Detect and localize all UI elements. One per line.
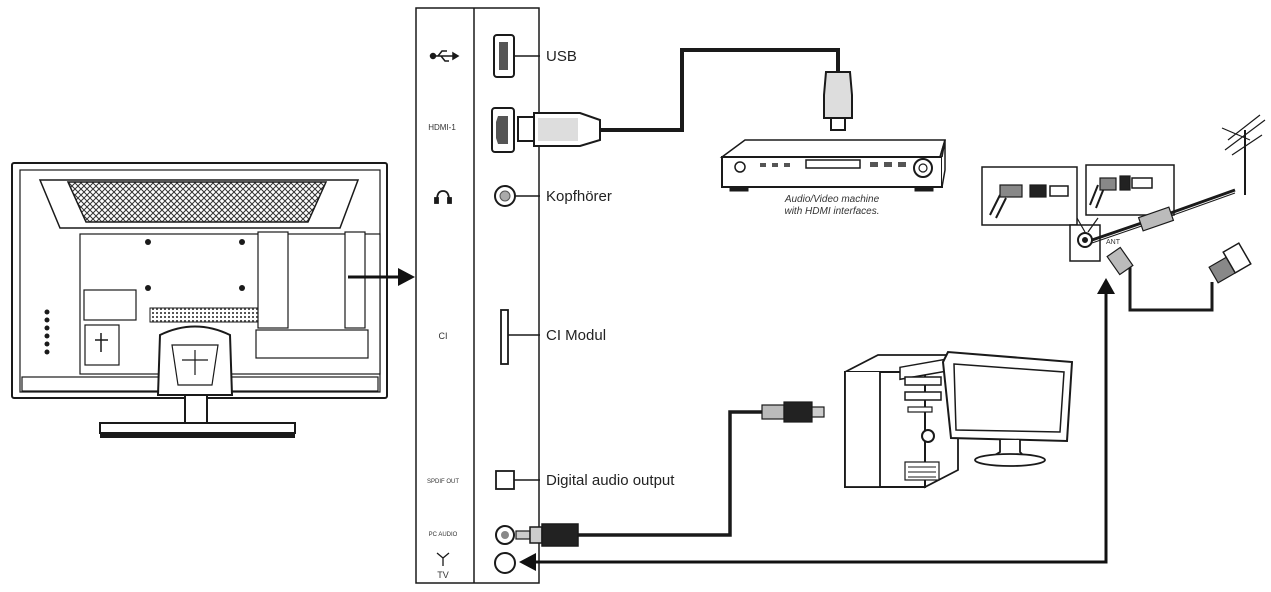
tv-back-illustration: [11, 162, 388, 438]
av-machine-caption-line1: Audio/Video machine: [784, 194, 880, 205]
leader-lines: [508, 55, 540, 481]
antenna-setup-illustration: [981, 114, 1266, 312]
tv-side-label: TV: [437, 570, 449, 580]
pc-audio-jack: [495, 525, 515, 545]
headphone-jack: [494, 185, 516, 207]
ci-side-label: CI: [439, 331, 448, 341]
av-machine-illustration: [719, 139, 947, 192]
tv-to-panel-arrow: [348, 268, 415, 286]
pc-illustration: [844, 350, 1074, 489]
headphone-icon: [434, 190, 452, 204]
ant-label: ANT: [1106, 239, 1121, 246]
av-machine-caption-line2: with HDMI interfaces.: [784, 206, 879, 217]
hdmi-port: [491, 107, 515, 153]
spdif-side-label: SPDIF OUT: [427, 479, 459, 485]
connector-panel: [415, 7, 540, 584]
ci-slot: [500, 309, 509, 365]
usb-label: USB: [546, 48, 577, 65]
antenna-to-tv-arrow: [519, 278, 1115, 571]
tv-antenna-jack: [494, 552, 516, 574]
usb-port: [493, 34, 515, 78]
spdif-port: [495, 470, 515, 490]
antenna-symbol-icon: [436, 552, 450, 566]
hdmi-side-label: HDMI-1: [428, 123, 456, 132]
usb-icon: [429, 50, 460, 62]
pc-audio-cable: [515, 401, 825, 547]
ci-module-label: CI Modul: [546, 327, 606, 344]
pc-audio-side-label: PC AUDIO: [429, 532, 458, 538]
hdmi-cable: [517, 48, 853, 147]
digital-audio-label: Digital audio output: [546, 472, 675, 489]
headphone-label: Kopfhörer: [546, 188, 612, 205]
